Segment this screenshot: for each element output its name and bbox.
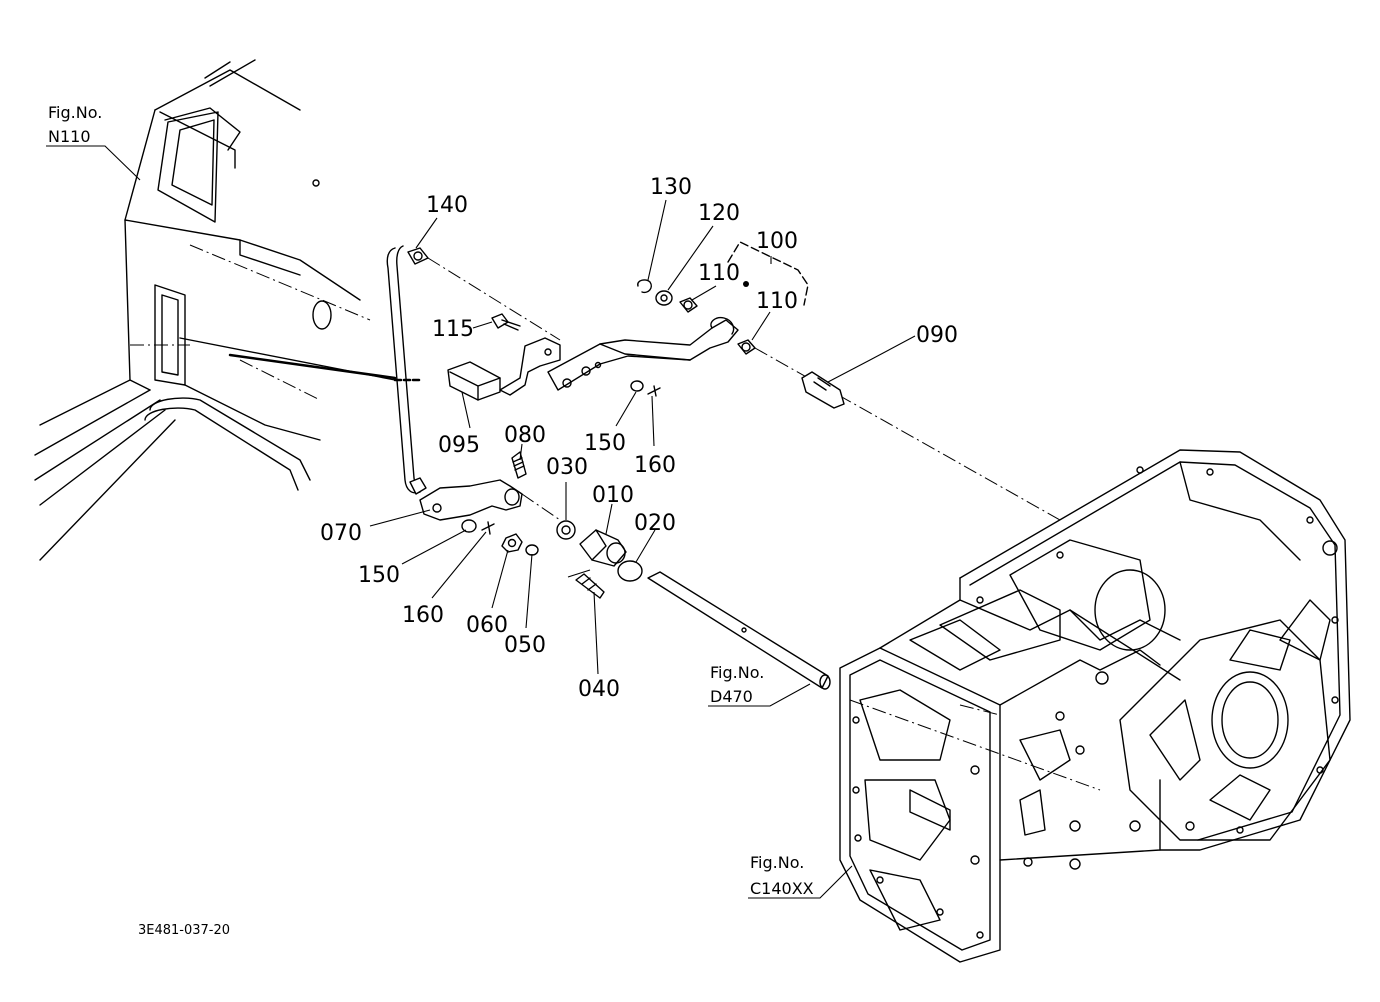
- part-label-070: 070: [320, 521, 362, 546]
- part-label-050: 050: [504, 633, 546, 658]
- shift-arm-assembly-100: [547, 241, 1061, 521]
- fig-ref-d470-line2: D470: [710, 687, 753, 706]
- part-label-080: 080: [504, 423, 546, 448]
- part-label-040: 040: [578, 677, 620, 702]
- pin-090: [801, 371, 845, 409]
- part-label-010: 010: [592, 483, 634, 508]
- part-label-110-lower: 110: [756, 289, 798, 314]
- part-label-130: 130: [650, 175, 692, 200]
- part-label-120: 120: [698, 201, 740, 226]
- part-label-160-upper: 160: [634, 453, 676, 478]
- part-label-150-lower: 150: [358, 563, 400, 588]
- transmission-case-c140xx: [839, 449, 1351, 963]
- figure-reference-labels: Fig.No. N110 Fig.No. D470 Fig.No. C140XX: [48, 103, 814, 898]
- leader-lines: [46, 145, 916, 899]
- part-label-140: 140: [426, 193, 468, 218]
- part-label-115: 115: [432, 317, 474, 342]
- part-label-160-lower: 160: [402, 603, 444, 628]
- housing-n110: [34, 59, 422, 561]
- part-label-100: 100: [756, 229, 798, 254]
- part-label-090: 090: [916, 323, 958, 348]
- fig-ref-d470-line1: Fig.No.: [710, 663, 764, 682]
- fig-ref-n110-line2: N110: [48, 127, 91, 146]
- part-label-020: 020: [634, 511, 676, 536]
- lower-arm-assembly: [419, 451, 831, 690]
- fig-ref-n110-line1: Fig.No.: [48, 103, 102, 122]
- fig-ref-c140xx-line2: C140XX: [750, 879, 814, 898]
- drawing-code: 3E481-037-20: [138, 923, 230, 938]
- part-label-110-upper: 110: [698, 261, 740, 286]
- part-label-030: 030: [546, 455, 588, 480]
- part-label-060: 060: [466, 613, 508, 638]
- part-label-095: 095: [438, 433, 480, 458]
- lever-rod-assembly: [386, 245, 561, 495]
- part-number-labels: 140 130 120 100 110 110 115 090 095 080 …: [320, 175, 958, 702]
- part-label-150-upper: 150: [584, 431, 626, 456]
- fig-ref-c140xx-line1: Fig.No.: [750, 853, 804, 872]
